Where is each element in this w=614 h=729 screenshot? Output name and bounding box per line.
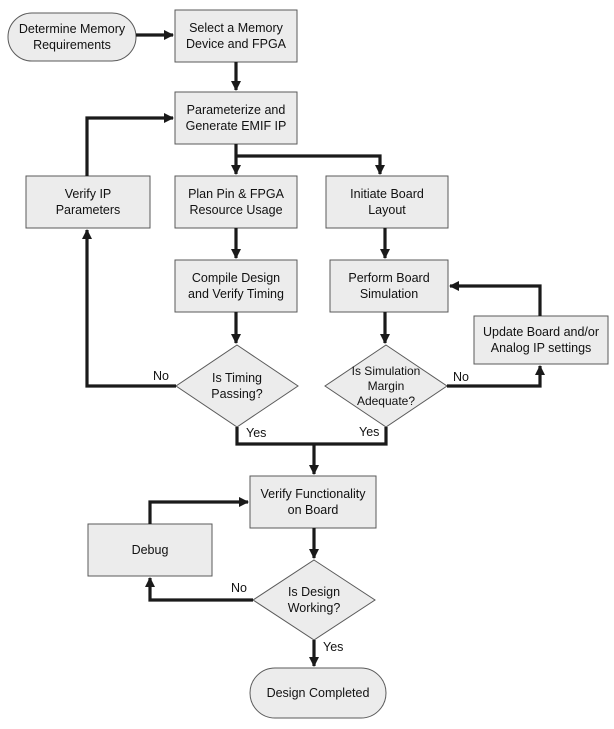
timing-yes-label: Yes (246, 426, 267, 440)
edge-timing-no-to-verify-ip (81, 228, 176, 388)
timing-no-label: No (153, 369, 169, 383)
design-completed-node (249, 667, 387, 719)
verify-functionality-label: Verify Functionality on Board (260, 487, 366, 517)
select-device-label: Select a Memory Device and FPGA (185, 21, 287, 51)
edge-update-board-to-simulation (448, 280, 542, 316)
debug-node (87, 523, 213, 577)
edge-margin-no-to-update-board (447, 364, 546, 388)
determine-requirements-label: Determine Memory Requirements (18, 22, 126, 52)
debug-label: Debug (131, 543, 169, 557)
update-board-node (473, 315, 609, 365)
parameterize-label: Parameterize and Generate EMIF IP (185, 103, 287, 133)
simulation-yes-label: Yes (359, 425, 380, 439)
edge-parameterize-to-initiate-board (236, 154, 386, 176)
initiate-board-node (325, 175, 449, 229)
working-yes-label: Yes (323, 640, 344, 654)
compile-label: Compile Design and Verify Timing (188, 271, 284, 301)
board-simulation-node (329, 259, 449, 313)
verify-ip-node (25, 175, 151, 229)
working-no-label: No (231, 581, 247, 595)
initiate-board-label: Initiate Board Layout (350, 187, 424, 217)
determine-requirements-node (7, 12, 137, 62)
verify-functionality-node (249, 475, 377, 529)
simulation-decision-label: Is Simulation Margin Adequate? (351, 363, 421, 408)
edge-debug-to-verify-functionality (148, 496, 250, 524)
verify-ip-label: Verify IP Parameters (55, 187, 121, 217)
edge-timing-yes-merge (235, 427, 388, 446)
edge-verify-ip-to-parameterize (85, 112, 175, 176)
working-decision-label: Is Design Working? (287, 585, 341, 615)
board-simulation-label: Perform Board Simulation (348, 271, 430, 301)
update-board-label: Update Board and/or Analog IP settings (482, 325, 600, 355)
plan-pin-label: Plan Pin & FPGA Resource Usage (188, 187, 284, 217)
timing-decision-label: Is Timing Passing? (211, 371, 263, 401)
simulation-no-label: No (453, 370, 469, 384)
edge-working-no-to-debug (144, 576, 253, 602)
select-device-node (174, 9, 298, 63)
design-completed-label: Design Completed (266, 686, 370, 700)
parameterize-node (174, 91, 298, 145)
